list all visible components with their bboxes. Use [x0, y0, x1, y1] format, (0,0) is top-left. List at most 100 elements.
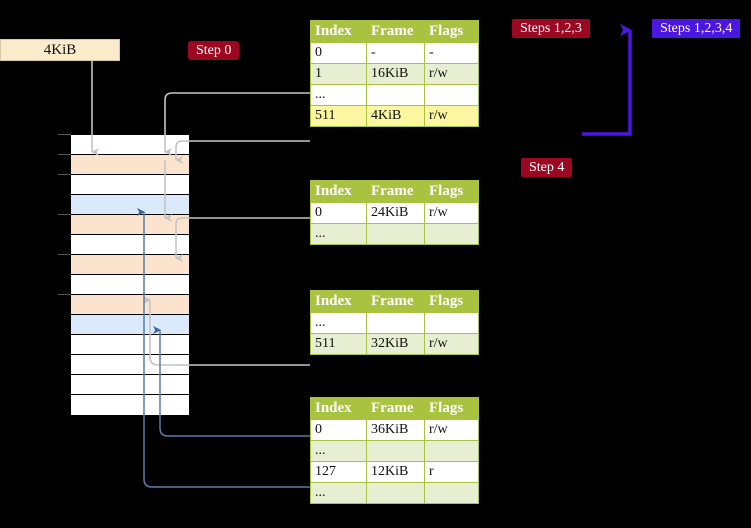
table-header-row: Index Frame Flags: [310, 290, 479, 313]
cell-frame: [366, 223, 425, 245]
cell-flags: [424, 440, 479, 462]
cell-frame: 36KiB: [366, 419, 425, 441]
column-header-flags: Flags: [424, 180, 479, 203]
cell-flags: [424, 223, 479, 245]
cell-index: 0: [310, 419, 367, 441]
badge-steps-123: Steps 1,2,3: [512, 19, 590, 38]
memory-row-2: [71, 175, 189, 195]
cell-flags: r/w: [424, 105, 479, 127]
memory-tick-4: [58, 214, 71, 215]
column-header-index: Index: [310, 290, 367, 313]
connector-pdpt-row0-to-memory: [175, 217, 310, 262]
cell-frame: [366, 482, 425, 504]
cell-flags: r: [424, 461, 479, 483]
cell-flags: [424, 84, 479, 106]
memory-row-8: [71, 295, 189, 315]
table-row: ...: [310, 482, 479, 504]
memory-tick-8: [58, 294, 71, 295]
memory-tick-0: [58, 134, 71, 135]
column-header-frame: Frame: [366, 20, 425, 43]
table-row: ...: [310, 84, 479, 106]
column-header-index: Index: [310, 397, 367, 420]
cell-frame: 32KiB: [366, 333, 425, 355]
memory-row-10: [71, 335, 189, 355]
column-header-flags: Flags: [424, 397, 479, 420]
badge-step-4-label: Step 4: [529, 159, 565, 175]
cell-frame: 12KiB: [366, 461, 425, 483]
cell-index: ...: [310, 84, 367, 106]
column-header-index: Index: [310, 20, 367, 43]
cell-index: ...: [310, 482, 367, 504]
memory-row-3: [71, 195, 189, 215]
cell-index: 127: [310, 461, 367, 483]
badge-steps-1234: Steps 1,2,3,4: [652, 19, 741, 38]
memory-column: [70, 134, 190, 415]
memory-size-label: 4KiB: [43, 41, 77, 58]
memory-row-6: [71, 255, 189, 275]
cell-flags: r/w: [424, 63, 479, 85]
cell-frame: [366, 440, 425, 462]
cell-frame: [366, 312, 425, 334]
table-row: ...: [310, 223, 479, 245]
cell-flags: -: [424, 42, 479, 64]
memory-tick-2: [58, 174, 71, 175]
memory-row-7: [71, 275, 189, 295]
badge-steps-123-label: Steps 1,2,3: [520, 20, 582, 36]
cell-flags: r/w: [424, 202, 479, 224]
memory-row-5: [71, 235, 189, 255]
cell-index: 0: [310, 202, 367, 224]
memory-tick-6: [58, 254, 71, 255]
cell-index: ...: [310, 440, 367, 462]
column-header-frame: Frame: [366, 180, 425, 203]
badge-step-0-label: Step 0: [196, 42, 232, 58]
column-header-flags: Flags: [424, 290, 479, 313]
column-header-frame: Frame: [366, 397, 425, 420]
cell-frame: 4KiB: [366, 105, 425, 127]
cell-index: ...: [310, 312, 367, 334]
cell-index: 511: [310, 105, 367, 127]
badge-step-0: Step 0: [188, 41, 240, 60]
memory-tick-1: [58, 154, 71, 155]
memory-row-11: [71, 355, 189, 375]
table-header-row: Index Frame Flags: [310, 180, 479, 203]
table-row: ...: [310, 312, 479, 334]
table-row: 0--: [310, 42, 479, 64]
cell-index: 511: [310, 333, 367, 355]
column-header-flags: Flags: [424, 20, 479, 43]
table-header-row: Index Frame Flags: [310, 397, 479, 420]
cell-flags: [424, 482, 479, 504]
memory-row-12: [71, 375, 189, 395]
memory-row-9: [71, 315, 189, 335]
cell-index: 0: [310, 42, 367, 64]
connector-purple-bracket: [582, 24, 632, 136]
cell-flags: [424, 312, 479, 334]
cell-flags: r/w: [424, 333, 479, 355]
table-row: ...: [310, 440, 479, 462]
memory-size-box: 4KiB: [0, 39, 120, 61]
cell-frame: -: [366, 42, 425, 64]
column-header-frame: Frame: [366, 290, 425, 313]
memory-row-0: [71, 135, 189, 155]
connector-pml4-row511-to-memory: [175, 140, 310, 164]
cell-frame: 16KiB: [366, 63, 425, 85]
column-header-index: Index: [310, 180, 367, 203]
memory-row-1: [71, 155, 189, 175]
memory-row-13: [71, 395, 189, 415]
badge-steps-1234-label: Steps 1,2,3,4: [660, 20, 733, 36]
badge-step-4: Step 4: [521, 158, 573, 177]
cell-frame: 24KiB: [366, 202, 425, 224]
memory-row-4: [71, 215, 189, 235]
cell-index: ...: [310, 223, 367, 245]
cell-frame: [366, 84, 425, 106]
cell-flags: r/w: [424, 419, 479, 441]
